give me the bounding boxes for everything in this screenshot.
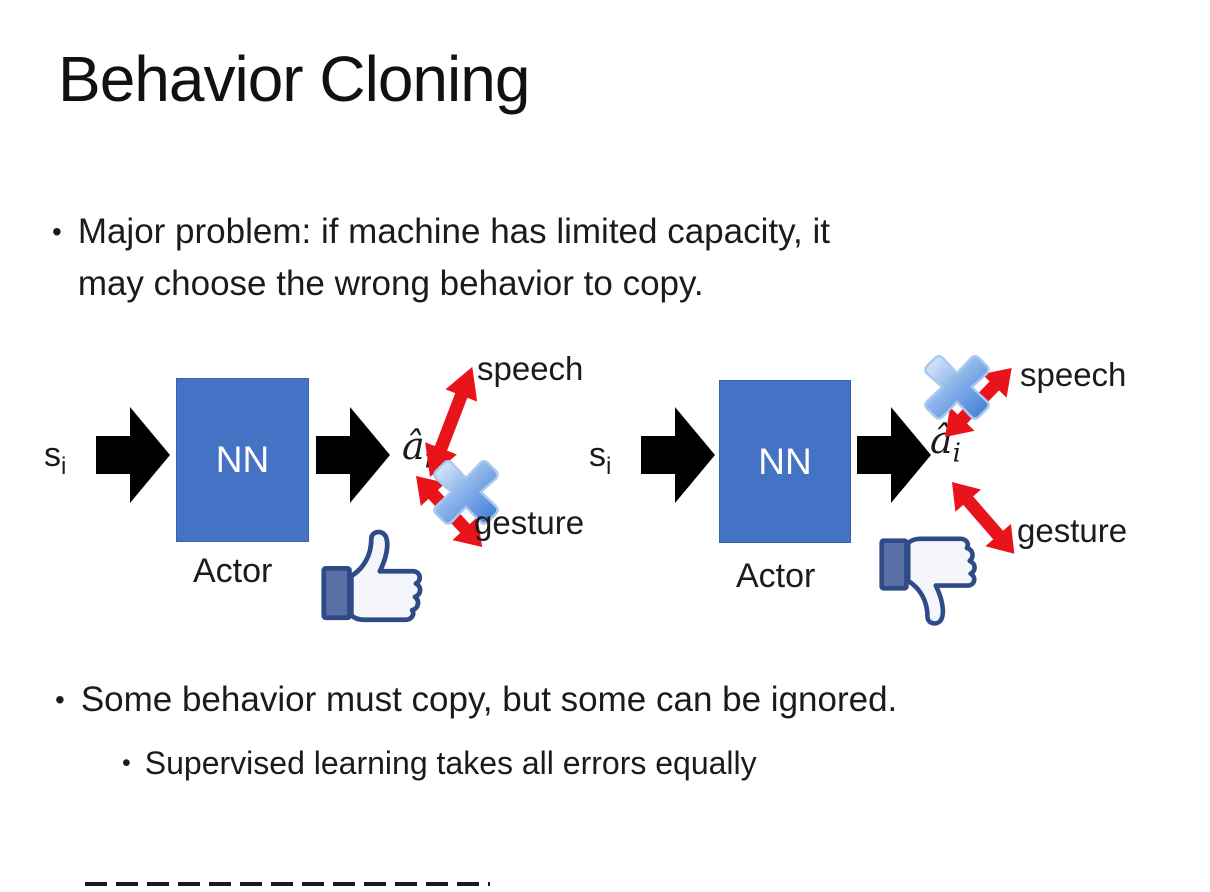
- actor-label: Actor: [736, 557, 816, 595]
- input-arrow-icon: [96, 407, 170, 503]
- bullet-dot: •: [122, 749, 131, 777]
- state-label: si: [589, 436, 611, 481]
- bullet-supervised-learning: • Supervised learning takes all errors e…: [122, 740, 757, 786]
- nn-label: NN: [215, 439, 270, 480]
- state-subscript: i: [61, 452, 67, 480]
- action-symbol: â: [402, 424, 425, 468]
- nn-box: NN: [176, 378, 309, 542]
- action-subscript: i: [952, 438, 961, 469]
- gesture-label: gesture: [1017, 512, 1128, 549]
- gesture-label: gesture: [474, 504, 585, 541]
- bullet-text: Supervised learning takes all errors equ…: [144, 745, 757, 781]
- nn-label: NN: [758, 440, 812, 482]
- state-subscript: i: [606, 452, 612, 480]
- cross-icon: [924, 355, 990, 420]
- slide-title: Behavior Cloning: [58, 43, 530, 115]
- speech-label: speech: [477, 350, 584, 387]
- bullet-text: Some behavior must copy, but some can be…: [80, 680, 898, 719]
- actor-label: Actor: [193, 552, 273, 590]
- state-symbol: s: [589, 436, 606, 474]
- thumbs-down-icon: [878, 533, 988, 629]
- bullet-major-problem: • Major problem: if machine has limited …: [52, 206, 830, 310]
- bullet-text: Major problem: if machine has limited ca…: [78, 206, 830, 310]
- thumbs-up-icon: [320, 526, 434, 626]
- nn-box: NN: [719, 380, 851, 543]
- output-arrow-icon: [316, 407, 390, 503]
- bottom-dashed-line: [85, 882, 490, 886]
- bullet-line-2: may choose the wrong behavior to copy.: [77, 264, 704, 303]
- bullet-dot: •: [55, 684, 65, 715]
- bullet-dot: •: [52, 216, 62, 247]
- input-arrow-icon: [641, 407, 715, 503]
- speech-label: speech: [1020, 356, 1127, 393]
- bullet-line-1: Major problem: if machine has limited ca…: [77, 212, 830, 251]
- state-symbol: s: [44, 436, 61, 474]
- bullet-some-behavior: • Some behavior must copy, but some can …: [55, 676, 897, 724]
- state-label: si: [44, 436, 66, 481]
